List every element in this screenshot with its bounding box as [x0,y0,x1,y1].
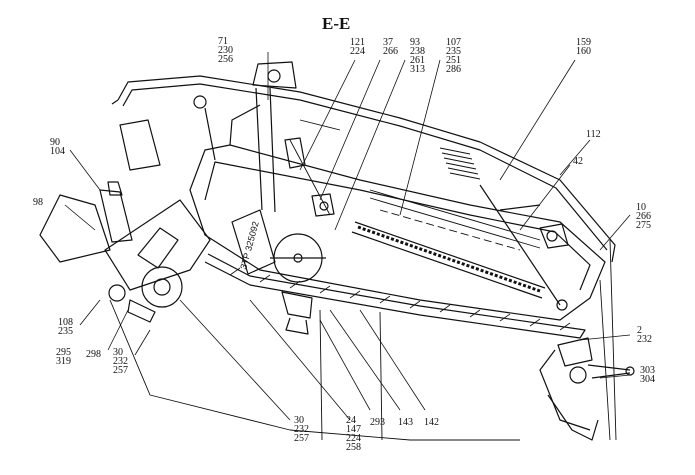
inner-block [284,137,335,217]
section-title: E-E [322,14,351,33]
right-bracket [479,184,569,311]
top-cover [111,75,616,263]
callout-121: 121 224 [350,37,365,57]
callout-2: 2 232 [637,325,652,345]
callout-295: 295 319 [56,347,71,367]
callout-108: 108 235 [58,317,73,337]
callout-30-bottom: 30 232 257 [294,415,309,444]
callout-37: 37 266 [383,37,398,57]
leader-lines [64,52,631,421]
guide-rails [289,119,541,251]
base-plate [204,253,586,339]
stamp-box [231,209,276,275]
callout-71: 71 230 256 [218,36,233,65]
callout-303: 303 304 [640,365,655,385]
callout-107: 107 235 251 286 [446,37,461,75]
callout-24: 24 147 224 258 [346,415,361,453]
vent-slots [439,147,481,180]
callout-159: 159 160 [576,37,591,57]
callout-10: 10 266 275 [636,202,651,231]
callout-143: 143 [398,417,413,428]
callout-298: 298 [86,349,101,360]
handle-block [119,119,161,171]
main-housing [189,95,606,321]
callout-142: 142 [424,417,439,428]
mounting-bracket [252,61,297,213]
callout-90: 90 104 [50,137,65,157]
callout-30-left: 30 232 257 [113,347,128,376]
right-lower-assembly [539,337,635,441]
callout-93: 93 238 261 313 [410,37,425,75]
drum-roller [270,233,326,283]
chain-belt [351,221,546,299]
callout-98: 98 [33,197,43,208]
left-mechanism [39,181,211,323]
callout-293: 293 [370,417,385,428]
lower-bracket [281,291,313,335]
callout-42: 42 [573,156,583,167]
stamp-text: ЗТР 325092 [238,220,260,270]
callout-112: 112 [586,129,601,140]
support-lines [109,239,617,441]
